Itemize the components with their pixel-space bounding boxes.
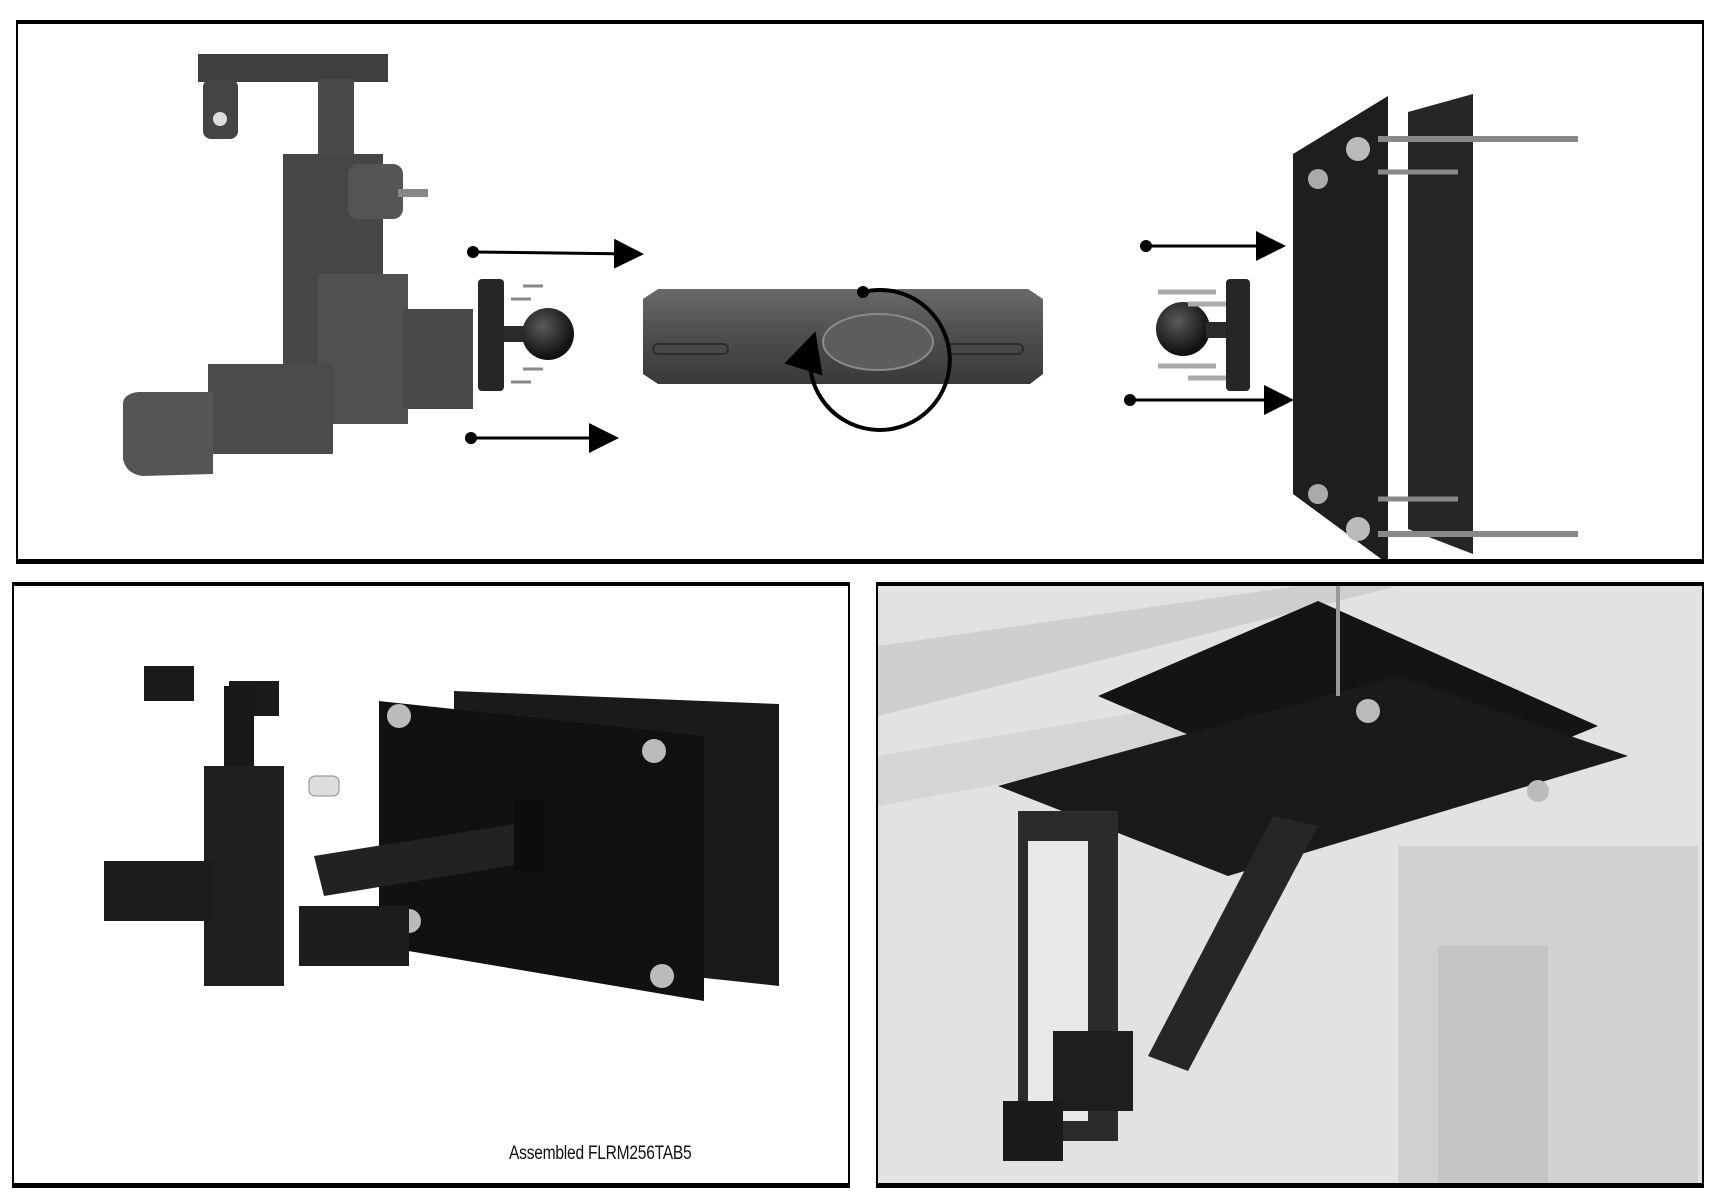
exploded-view-illustration <box>123 54 1578 559</box>
installed-photo-illustration <box>878 586 1702 1183</box>
arrow-upper-right <box>1140 231 1286 261</box>
exploded-view-panel <box>16 20 1704 564</box>
ball-base-right-icon <box>1156 279 1250 391</box>
assembled-caption: Assembled FLRM256TAB5 <box>509 1143 692 1164</box>
arrow-lower-left <box>465 423 619 453</box>
arrow-upper-left <box>467 238 644 269</box>
ball-base-left-icon <box>478 279 574 391</box>
clamp-plate-assembly-icon <box>1293 94 1578 559</box>
tablet-holder-icon <box>123 54 473 476</box>
double-socket-arm-icon <box>643 289 1043 384</box>
rotation-arrow-icon <box>784 286 952 432</box>
assembled-illustration <box>104 666 779 1001</box>
installed-view-panel <box>876 582 1704 1188</box>
assembled-view-panel: Assembled FLRM256TAB5 <box>12 582 850 1188</box>
arrow-lower-right <box>1124 385 1294 415</box>
